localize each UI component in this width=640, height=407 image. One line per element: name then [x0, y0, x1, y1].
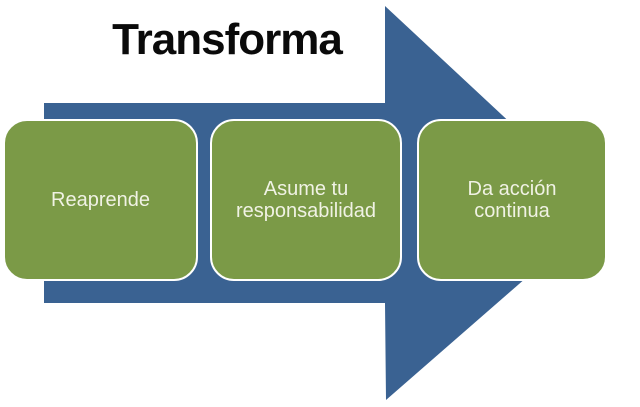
step-label: Da acción continua — [467, 178, 557, 222]
step-label: Asume tu responsabilidad — [235, 178, 377, 222]
step-box-da-accion-continua: Da acción continua — [417, 119, 607, 281]
step-box-reaprende: Reaprende — [3, 119, 198, 281]
step-label: Reaprende — [51, 189, 150, 211]
diagram-title: Transforma — [112, 15, 343, 64]
step-box-asume-responsabilidad: Asume tu responsabilidad — [210, 119, 402, 281]
